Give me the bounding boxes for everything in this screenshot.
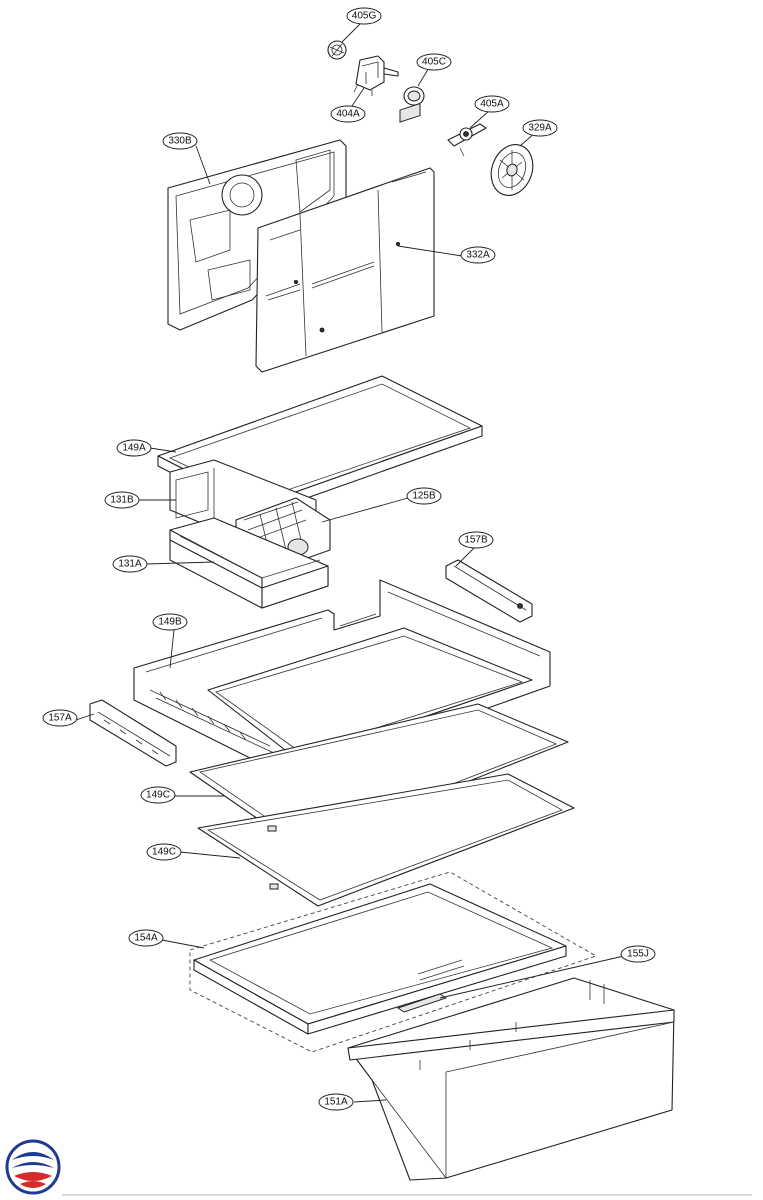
part-131A-bin (169, 517, 329, 609)
svg-text:329A: 329A (528, 123, 552, 134)
label-151A: 151A (318, 1093, 354, 1111)
part-157A-rail (89, 699, 177, 767)
part-155J-handle (396, 993, 448, 1013)
part-405C-gear (403, 86, 425, 106)
svg-text:149B: 149B (158, 617, 182, 628)
label-149C-upper: 149C (140, 786, 176, 804)
label-157A: 157A (42, 709, 78, 727)
part-151A-drawer (347, 977, 675, 1181)
svg-text:157A: 157A (48, 713, 72, 724)
svg-text:125B: 125B (412, 491, 436, 502)
label-329A: 329A (522, 119, 558, 137)
svg-text:151A: 151A (324, 1097, 348, 1108)
svg-text:149A: 149A (122, 443, 146, 454)
label-149C-lower: 149C (146, 843, 182, 861)
label-332A: 332A (460, 246, 496, 264)
part-330B-housing (167, 139, 347, 331)
svg-text:131B: 131B (110, 495, 134, 506)
brand-logo-icon (5, 1139, 61, 1195)
svg-text:330B: 330B (168, 136, 192, 147)
label-131B: 131B (104, 491, 140, 509)
label-157B: 157B (458, 531, 494, 549)
svg-text:149C: 149C (152, 847, 176, 858)
part-332A-cover (255, 102, 435, 373)
leader-lines (75, 21, 625, 1103)
label-330B: 330B (162, 132, 198, 150)
svg-text:154A: 154A (134, 933, 158, 944)
label-405A: 405A (474, 95, 510, 113)
label-404A: 404A (330, 105, 366, 123)
part-329A-fan (490, 144, 534, 196)
label-154A: 154A (128, 929, 164, 947)
part-404A-motor (353, 55, 399, 96)
footer-divider (62, 1194, 752, 1196)
svg-text:404A: 404A (336, 109, 360, 120)
label-125B: 125B (406, 487, 442, 505)
svg-text:405A: 405A (480, 99, 504, 110)
svg-text:155J: 155J (627, 949, 649, 960)
part-149C-glass-lower (197, 773, 575, 907)
label-149A: 149A (116, 439, 152, 457)
label-149B: 149B (152, 613, 188, 631)
svg-text:131A: 131A (118, 559, 142, 570)
svg-text:332A: 332A (466, 250, 490, 261)
part-405A-bracket (447, 123, 487, 157)
part-405G-knob (327, 40, 347, 60)
label-405G: 405G (346, 7, 382, 25)
part-157B-rail (445, 559, 533, 623)
svg-text:157B: 157B (464, 535, 488, 546)
label-405C: 405C (416, 53, 452, 71)
svg-text:405C: 405C (422, 57, 446, 68)
drawer-assembly-boundary (189, 871, 598, 1053)
part-154A-cover (193, 883, 567, 1035)
label-155J: 155J (620, 945, 656, 963)
svg-text:149C: 149C (146, 790, 170, 801)
svg-text:405G: 405G (352, 11, 377, 22)
label-131A: 131A (112, 555, 148, 573)
